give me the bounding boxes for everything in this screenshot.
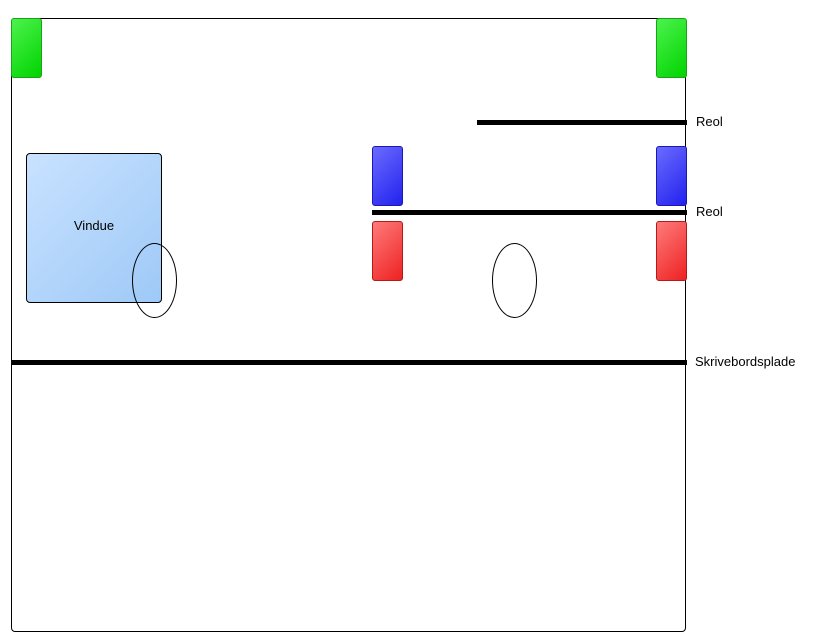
green-speaker-right <box>656 18 687 78</box>
window-box: Vindue <box>26 153 162 303</box>
shelf-middle <box>372 210 687 215</box>
listening-position-left <box>132 243 177 318</box>
blue-speaker-right <box>656 146 687 206</box>
listening-position-center <box>492 243 537 318</box>
shelf-middle-label: Reol <box>696 204 723 219</box>
green-speaker-left <box>11 18 42 78</box>
blue-speaker-left <box>372 146 403 206</box>
red-speaker-right <box>656 221 687 281</box>
shelf-top-label: Reol <box>696 114 723 129</box>
room-outline <box>11 18 686 632</box>
desk-surface <box>11 360 687 365</box>
shelf-top <box>477 120 687 125</box>
window-label: Vindue <box>73 217 115 233</box>
red-speaker-left <box>372 221 403 281</box>
desk-label: Skrivebordsplade <box>695 354 796 369</box>
